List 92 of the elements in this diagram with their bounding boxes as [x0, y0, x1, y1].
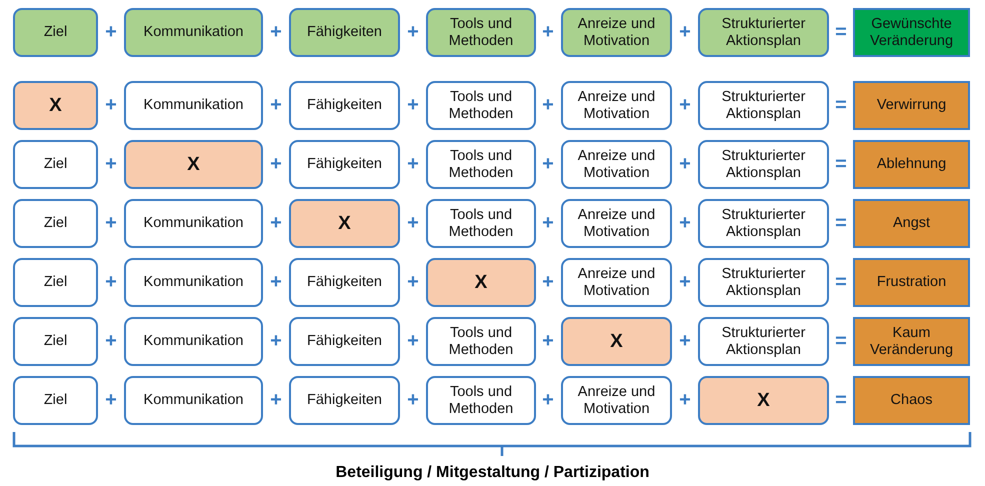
- missing-factor-box: X: [124, 140, 263, 189]
- plus-sign: +: [541, 330, 555, 350]
- factor-box: Ziel: [13, 199, 98, 248]
- caption: Beteiligung / Mitgestaltung / Partizipation: [334, 464, 650, 482]
- plus-sign: +: [104, 94, 118, 114]
- plus-sign: +: [541, 154, 555, 174]
- result-box: Frustration: [853, 258, 970, 307]
- plus-sign: +: [406, 154, 420, 174]
- plus-sign: +: [104, 22, 118, 42]
- equals-sign: =: [834, 22, 848, 42]
- result-box: Verwirrung: [853, 81, 970, 130]
- plus-sign: +: [541, 272, 555, 292]
- factor-box: Ziel: [13, 376, 98, 425]
- factor-box: Fähigkeiten: [289, 376, 400, 425]
- factor-box: Anreize und Motivation: [561, 8, 672, 57]
- plus-sign: +: [678, 272, 692, 292]
- result-box: Ablehnung: [853, 140, 970, 189]
- factor-box: Tools und Methoden: [426, 317, 536, 366]
- factor-box: Kommunikation: [124, 199, 263, 248]
- equals-sign: =: [834, 330, 848, 350]
- factor-box: Fähigkeiten: [289, 317, 400, 366]
- plus-sign: +: [678, 212, 692, 232]
- plus-sign: +: [104, 212, 118, 232]
- factor-box: Ziel: [13, 8, 98, 57]
- plus-sign: +: [406, 22, 420, 42]
- factor-box: Ziel: [13, 317, 98, 366]
- factor-box: Kommunikation: [124, 81, 263, 130]
- factor-box: Tools und Methoden: [426, 376, 536, 425]
- result-box: Angst: [853, 199, 970, 248]
- plus-sign: +: [678, 94, 692, 114]
- equals-sign: =: [834, 212, 848, 232]
- factor-box: Ziel: [13, 140, 98, 189]
- factor-box: Anreize und Motivation: [561, 81, 672, 130]
- plus-sign: +: [406, 94, 420, 114]
- equals-sign: =: [834, 94, 848, 114]
- plus-sign: +: [104, 154, 118, 174]
- plus-sign: +: [269, 154, 283, 174]
- factor-box: Anreize und Motivation: [561, 140, 672, 189]
- plus-sign: +: [541, 22, 555, 42]
- plus-sign: +: [269, 390, 283, 410]
- factor-box: Anreize und Motivation: [561, 199, 672, 248]
- plus-sign: +: [678, 330, 692, 350]
- plus-sign: +: [678, 154, 692, 174]
- equals-sign: =: [834, 390, 848, 410]
- factor-box: Strukturierter Aktionsplan: [698, 81, 829, 130]
- plus-sign: +: [104, 330, 118, 350]
- factor-box: Strukturierter Aktionsplan: [698, 199, 829, 248]
- plus-sign: +: [541, 94, 555, 114]
- plus-sign: +: [678, 22, 692, 42]
- factor-box: Kommunikation: [124, 317, 263, 366]
- equals-sign: =: [834, 272, 848, 292]
- plus-sign: +: [678, 390, 692, 410]
- plus-sign: +: [541, 390, 555, 410]
- factor-box: Fähigkeiten: [289, 8, 400, 57]
- plus-sign: +: [269, 94, 283, 114]
- result-box: Chaos: [853, 376, 970, 425]
- missing-factor-box: X: [13, 81, 98, 130]
- result-box: Gewünschte Veränderung: [853, 8, 970, 57]
- result-box: Kaum Veränderung: [853, 317, 970, 366]
- factor-box: Tools und Methoden: [426, 140, 536, 189]
- plus-sign: +: [104, 272, 118, 292]
- factor-box: Anreize und Motivation: [561, 258, 672, 307]
- factor-box: Kommunikation: [124, 258, 263, 307]
- factor-box: Fähigkeiten: [289, 258, 400, 307]
- plus-sign: +: [406, 390, 420, 410]
- factor-box: Tools und Methoden: [426, 199, 536, 248]
- missing-factor-box: X: [561, 317, 672, 366]
- factor-box: Strukturierter Aktionsplan: [698, 258, 829, 307]
- factor-box: Kommunikation: [124, 8, 263, 57]
- factor-box: Tools und Methoden: [426, 8, 536, 57]
- missing-factor-box: X: [289, 199, 400, 248]
- plus-sign: +: [406, 212, 420, 232]
- factor-box: Kommunikation: [124, 376, 263, 425]
- plus-sign: +: [269, 22, 283, 42]
- plus-sign: +: [269, 272, 283, 292]
- factor-box: Strukturierter Aktionsplan: [698, 317, 829, 366]
- plus-sign: +: [269, 212, 283, 232]
- factor-box: Ziel: [13, 258, 98, 307]
- equals-sign: =: [834, 154, 848, 174]
- factor-box: Anreize und Motivation: [561, 376, 672, 425]
- missing-factor-box: X: [426, 258, 536, 307]
- factor-box: Fähigkeiten: [289, 140, 400, 189]
- plus-sign: +: [104, 390, 118, 410]
- missing-factor-box: X: [698, 376, 829, 425]
- plus-sign: +: [541, 212, 555, 232]
- plus-sign: +: [406, 272, 420, 292]
- factor-box: Tools und Methoden: [426, 81, 536, 130]
- factor-box: Strukturierter Aktionsplan: [698, 8, 829, 57]
- factor-box: Fähigkeiten: [289, 81, 400, 130]
- plus-sign: +: [269, 330, 283, 350]
- plus-sign: +: [406, 330, 420, 350]
- factor-box: Strukturierter Aktionsplan: [698, 140, 829, 189]
